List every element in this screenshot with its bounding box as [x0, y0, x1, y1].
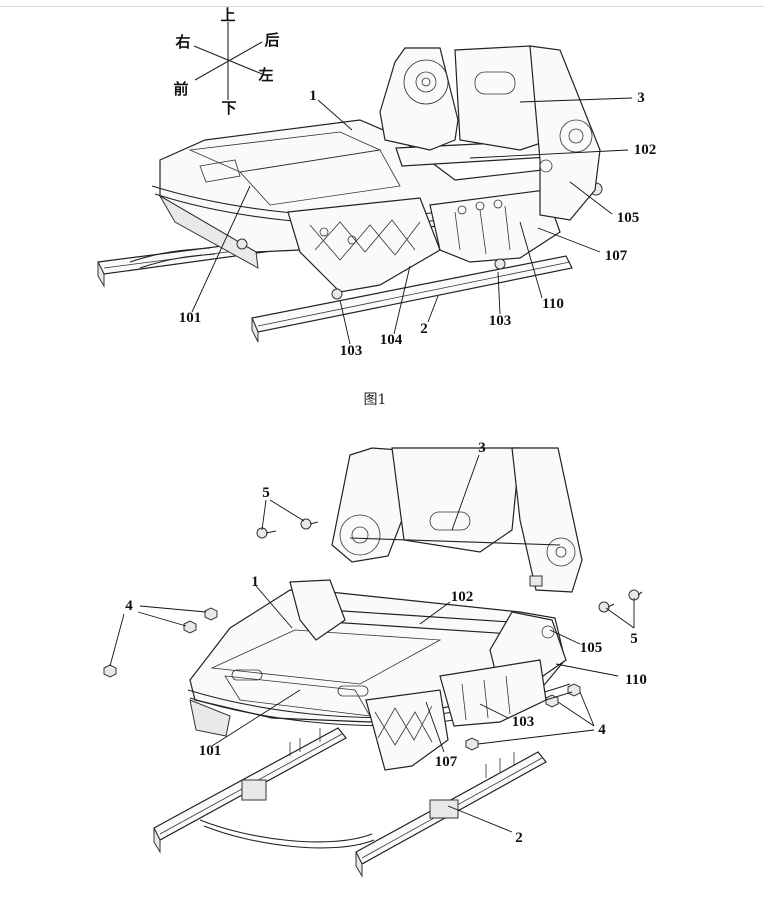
- fig2-label-101: 101: [199, 743, 222, 759]
- figure-1-labels: 1 3 102 105 107 110 103 2 104 103 101: [179, 88, 657, 359]
- figure-2-labels: 3 5 1 4 102 105 5 110 103 4 101 107 2: [125, 440, 647, 846]
- seat-frame: [151, 119, 603, 300]
- fig2-label-110: 110: [625, 672, 647, 688]
- label-107: 107: [605, 248, 628, 264]
- rail-latch: [241, 779, 267, 801]
- fig2-label-103: 103: [512, 714, 535, 730]
- rail-latch: [429, 799, 459, 819]
- figure-1-leaders: [191, 97, 633, 345]
- orientation-compass: 上 下 右 后 左 前: [173, 6, 279, 117]
- bolt: [256, 527, 277, 539]
- label-104: 104: [380, 332, 403, 348]
- dir-down: 下: [221, 99, 236, 117]
- seat-frame-exploded: [187, 579, 573, 771]
- label-1: 1: [309, 88, 317, 104]
- nut: [103, 664, 117, 678]
- figure-2: 3 5 1 4 102 105 5 110 103 4 101 107 2: [103, 440, 647, 878]
- label-103-b: 103: [340, 343, 363, 359]
- fig2-label-5-b: 5: [630, 631, 638, 647]
- dir-front: 前: [173, 80, 188, 98]
- fig2-label-5-a: 5: [262, 485, 270, 501]
- fig2-label-107: 107: [435, 754, 458, 770]
- top-border: [0, 0, 764, 7]
- seatback-frame: [379, 45, 601, 221]
- dir-right: 右: [175, 33, 190, 51]
- label-102: 102: [634, 142, 657, 158]
- nut: [204, 607, 218, 621]
- figure-2-leaders: [109, 454, 635, 833]
- dir-up: 上: [220, 6, 235, 24]
- label-2: 2: [420, 321, 428, 337]
- nut: [567, 683, 581, 697]
- fig2-label-105: 105: [580, 640, 603, 656]
- label-3: 3: [637, 90, 645, 106]
- nut: [545, 694, 559, 708]
- figure-1-caption: 图1: [364, 392, 387, 408]
- slide-rails-exploded: [153, 727, 547, 878]
- figure-1: 上 下 右 后 左 前: [97, 6, 657, 408]
- bolt: [300, 518, 319, 530]
- fig2-label-4-b: 4: [598, 722, 606, 738]
- dir-back: 后: [264, 31, 279, 49]
- label-105: 105: [617, 210, 640, 226]
- fig2-label-1: 1: [251, 574, 259, 590]
- fig2-label-3: 3: [478, 440, 486, 456]
- bolt: [628, 589, 643, 601]
- fig2-label-102: 102: [451, 589, 474, 605]
- nut: [465, 737, 479, 751]
- nut: [183, 620, 197, 634]
- label-103-a: 103: [489, 313, 512, 329]
- fig2-label-2: 2: [515, 830, 523, 846]
- seatback-frame-exploded: [331, 447, 583, 593]
- label-110: 110: [542, 296, 564, 312]
- dir-left: 左: [257, 66, 273, 84]
- fig2-label-4-a: 4: [125, 598, 133, 614]
- label-101: 101: [179, 310, 202, 326]
- bolt: [598, 601, 615, 613]
